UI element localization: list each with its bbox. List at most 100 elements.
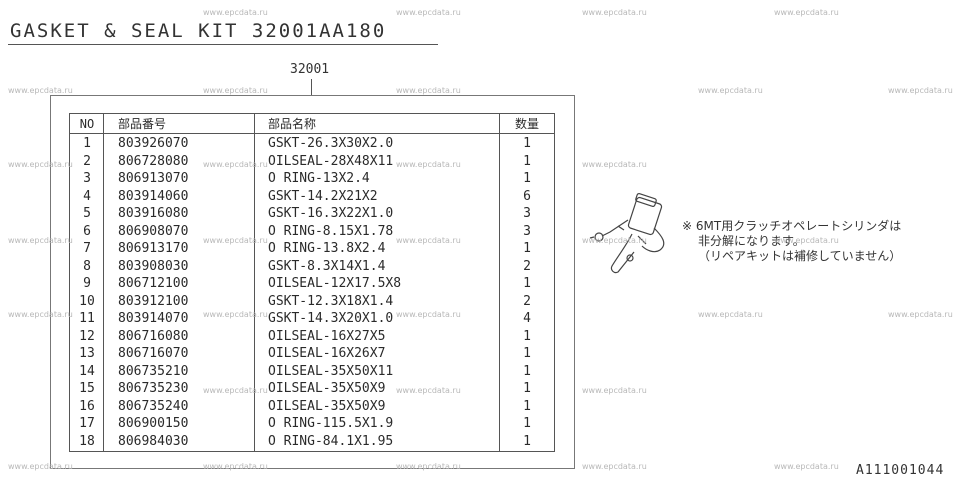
row-part-number: 803912100 [118,293,189,309]
row-no: 1 [83,136,91,151]
row-part-name: GSKT-14.2X21X2 [268,188,378,204]
clutch-operating-cylinder-drawing-icon [588,190,684,286]
watermark-text: www.epcdata.ru [203,86,268,95]
row-qty: 3 [523,206,531,221]
row-no: 11 [79,311,95,326]
header-part-number: 部品番号 [118,117,167,131]
row-part-number: 806728080 [118,153,189,169]
row-qty: 1 [523,171,531,186]
row-part-number: 806908070 [118,223,189,239]
row-qty: 1 [523,328,531,344]
note-line-3: （リペアキットは補修していません） [698,249,902,263]
watermark-text: www.epcdata.ru [582,386,647,395]
row-qty: 1 [523,416,531,431]
row-no: 5 [83,206,91,221]
row-qty: 1 [523,433,531,449]
parts-table [69,113,555,452]
watermark-text: www.epcdata.ru [698,86,763,95]
row-no: 18 [79,433,95,449]
row-part-number: 806735230 [118,381,189,396]
watermark-text: www.epcdata.ru [774,8,839,17]
header-part-name: 部品名称 [268,117,317,131]
watermark-text: www.epcdata.ru [774,236,839,245]
note-line-2: 非分解になります。 [698,234,805,248]
table-divider-name [499,113,500,452]
group-number: 32001 [290,62,330,77]
row-no: 17 [79,416,95,431]
watermark-text: www.epcdata.ru [203,160,268,169]
watermark-text: www.epcdata.ru [582,462,647,471]
row-no: 9 [83,276,91,291]
row-part-name: O RING-8.15X1.78 [268,223,394,239]
row-qty: 3 [523,223,531,239]
watermark-text: www.epcdata.ru [8,462,73,471]
kit-title: GASKET & SEAL KIT 32001AA180 [10,20,387,42]
row-part-name: GSKT-8.3X14X1.4 [268,258,386,274]
table-divider-part-number [254,113,255,452]
watermark-text: www.epcdata.ru [8,236,73,245]
drawing-code: A111001044 [856,463,945,478]
row-part-number: 806913070 [118,171,189,186]
group-leader-line [311,79,312,95]
row-qty: 1 [523,241,531,256]
watermark-text: www.epcdata.ru [8,86,73,95]
watermark-text: www.epcdata.ru [582,236,647,245]
watermark-text: www.epcdata.ru [8,160,73,169]
row-no: 8 [83,258,91,274]
row-qty: 1 [523,136,531,151]
row-no: 4 [83,188,91,204]
watermark-text: www.epcdata.ru [396,386,461,395]
row-qty: 2 [523,293,531,309]
row-part-name: O RING-115.5X1.9 [268,416,394,431]
row-part-number: 806716070 [118,346,189,361]
watermark-text: www.epcdata.ru [203,462,268,471]
row-no: 7 [83,241,91,256]
row-part-number: 803926070 [118,136,189,151]
watermark-text: www.epcdata.ru [774,462,839,471]
row-part-number: 806735210 [118,363,189,379]
watermark-text: www.epcdata.ru [203,236,268,245]
row-no: 13 [79,346,95,361]
watermark-text: www.epcdata.ru [396,160,461,169]
watermark-text: www.epcdata.ru [8,310,73,319]
row-part-number: 803908030 [118,258,189,274]
row-part-name: GSKT-14.3X20X1.0 [268,311,394,326]
row-part-name: O RING-13X2.4 [268,171,370,186]
row-part-name: GSKT-12.3X18X1.4 [268,293,394,309]
row-part-name: OILSEAL-28X48X11 [268,153,394,169]
row-qty: 1 [523,153,531,169]
row-part-number: 806716080 [118,328,189,344]
watermark-text: www.epcdata.ru [888,310,953,319]
row-no: 6 [83,223,91,239]
row-qty: 1 [523,381,531,396]
row-no: 3 [83,171,91,186]
row-qty: 4 [523,311,531,326]
watermark-text: www.epcdata.ru [698,310,763,319]
watermark-text: www.epcdata.ru [888,86,953,95]
row-qty: 1 [523,363,531,379]
row-part-number: 806900150 [118,416,189,431]
header-no: NO [79,117,95,131]
table-divider-no [103,113,104,452]
kit-outer-frame [50,95,575,469]
row-no: 12 [79,328,95,344]
watermark-text: www.epcdata.ru [396,310,461,319]
row-part-name: OILSEAL-35X50X9 [268,398,386,414]
watermark-text: www.epcdata.ru [396,462,461,471]
watermark-text: www.epcdata.ru [396,86,461,95]
watermark-text: www.epcdata.ru [203,310,268,319]
row-no: 14 [79,363,95,379]
row-part-name: O RING-84.1X1.95 [268,433,394,449]
row-part-name: OILSEAL-16X26X7 [268,346,386,361]
row-part-number: 803916080 [118,206,189,221]
row-qty: 1 [523,346,531,361]
title-underline [8,44,438,45]
watermark-text: www.epcdata.ru [203,8,268,17]
table-header-rule [69,133,555,134]
row-part-number: 806984030 [118,433,189,449]
row-part-number: 806712100 [118,276,189,291]
row-no: 10 [79,293,95,309]
row-qty: 1 [523,276,531,291]
row-qty: 6 [523,188,531,204]
row-part-number: 803914060 [118,188,189,204]
